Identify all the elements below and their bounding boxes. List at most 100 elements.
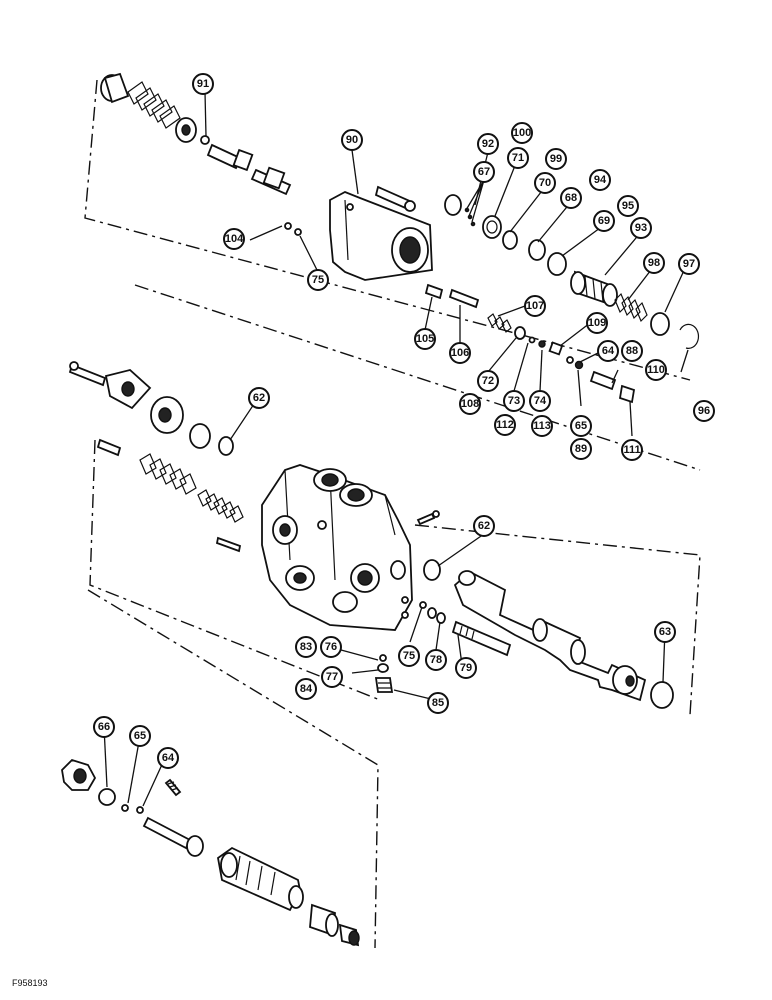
callout: 92 [477, 133, 499, 155]
callout: 99 [545, 148, 567, 170]
svg-text:99: 99 [550, 153, 562, 165]
callout: 100 [511, 122, 533, 144]
middle-assembly [68, 361, 674, 709]
callout: 88 [621, 340, 643, 362]
svg-text:110: 110 [647, 364, 665, 376]
svg-text:72: 72 [482, 375, 494, 387]
callout: 79 [455, 657, 477, 679]
callout: 64 [597, 340, 619, 362]
callout: 106 [449, 342, 471, 364]
callout: 104 [223, 228, 245, 250]
callout: 76 [320, 636, 342, 658]
callout: 110 [645, 359, 667, 381]
callout: 96 [693, 400, 715, 422]
svg-text:65: 65 [134, 730, 146, 742]
svg-text:68: 68 [565, 192, 577, 204]
callout: 107 [524, 295, 546, 317]
callout: 95 [617, 195, 639, 217]
svg-text:85: 85 [432, 697, 444, 709]
figure-reference-code: F958193 [12, 978, 48, 988]
svg-text:111: 111 [623, 444, 640, 456]
svg-text:73: 73 [508, 395, 520, 407]
svg-text:74: 74 [534, 395, 547, 407]
svg-text:90: 90 [346, 134, 358, 146]
callout: 75 [307, 269, 329, 291]
callout: 63 [654, 621, 676, 643]
svg-text:95: 95 [622, 200, 634, 212]
callout: 67 [473, 161, 495, 183]
svg-text:62: 62 [253, 392, 265, 404]
svg-text:75: 75 [403, 650, 415, 662]
svg-text:67: 67 [478, 166, 490, 178]
callout: 94 [589, 169, 611, 191]
svg-text:105: 105 [416, 333, 434, 345]
svg-text:64: 64 [602, 345, 615, 357]
svg-text:107: 107 [526, 300, 544, 312]
callout: 73 [503, 390, 525, 412]
svg-text:69: 69 [598, 215, 610, 227]
svg-text:62: 62 [478, 520, 490, 532]
svg-text:98: 98 [648, 257, 660, 269]
svg-text:77: 77 [326, 671, 338, 683]
svg-text:96: 96 [698, 405, 710, 417]
callout: 62 [248, 387, 270, 409]
svg-text:88: 88 [626, 345, 638, 357]
svg-text:92: 92 [482, 138, 494, 150]
callout: 65 [129, 725, 151, 747]
svg-text:109: 109 [588, 317, 606, 329]
callout: 77 [321, 666, 343, 688]
callout: 74 [529, 390, 551, 412]
upper-assembly [100, 72, 700, 404]
svg-text:93: 93 [635, 222, 647, 234]
svg-text:75: 75 [312, 274, 324, 286]
svg-text:66: 66 [98, 721, 110, 733]
svg-text:84: 84 [300, 683, 313, 695]
svg-text:63: 63 [659, 626, 671, 638]
callout: 91 [192, 73, 214, 95]
callout-balloons: 91 90 92 100 71 99 67 70 94 68 95 69 93 … [93, 73, 715, 769]
callout: 113 [531, 415, 553, 437]
callout: 72 [477, 370, 499, 392]
callout: 93 [630, 217, 652, 239]
callout: 68 [560, 187, 582, 209]
svg-text:89: 89 [575, 443, 587, 455]
callout: 65 [570, 415, 592, 437]
callout: 111 [621, 439, 643, 461]
svg-text:94: 94 [594, 174, 607, 186]
callout: 75 [398, 645, 420, 667]
callout: 70 [534, 172, 556, 194]
callout: 64 [157, 747, 179, 769]
assembly-boundary-lines [84, 79, 701, 949]
svg-text:64: 64 [162, 752, 175, 764]
callout: 85 [427, 692, 449, 714]
svg-text:91: 91 [197, 78, 209, 90]
svg-text:113: 113 [533, 420, 551, 432]
callout: 105 [414, 328, 436, 350]
svg-text:97: 97 [683, 258, 695, 270]
svg-text:112: 112 [496, 419, 514, 431]
callout: 78 [425, 649, 447, 671]
callout: 69 [593, 210, 615, 232]
callout: 62 [473, 515, 495, 537]
callout: 84 [295, 678, 317, 700]
callout: 83 [295, 636, 317, 658]
svg-text:79: 79 [460, 662, 472, 674]
lower-assembly [61, 758, 360, 947]
svg-text:65: 65 [575, 420, 587, 432]
callout: 71 [507, 147, 529, 169]
leader-lines [103, 91, 689, 807]
svg-text:70: 70 [539, 177, 551, 189]
callout: 90 [341, 129, 363, 151]
callout: 98 [643, 252, 665, 274]
callout: 109 [586, 312, 608, 334]
callout: 112 [494, 414, 516, 436]
callout: 66 [93, 716, 115, 738]
svg-text:106: 106 [451, 347, 469, 359]
svg-text:108: 108 [461, 398, 479, 410]
svg-text:71: 71 [512, 152, 524, 164]
svg-text:100: 100 [513, 127, 531, 139]
svg-text:104: 104 [225, 233, 244, 245]
svg-text:76: 76 [325, 641, 337, 653]
callout: 108 [459, 393, 481, 415]
